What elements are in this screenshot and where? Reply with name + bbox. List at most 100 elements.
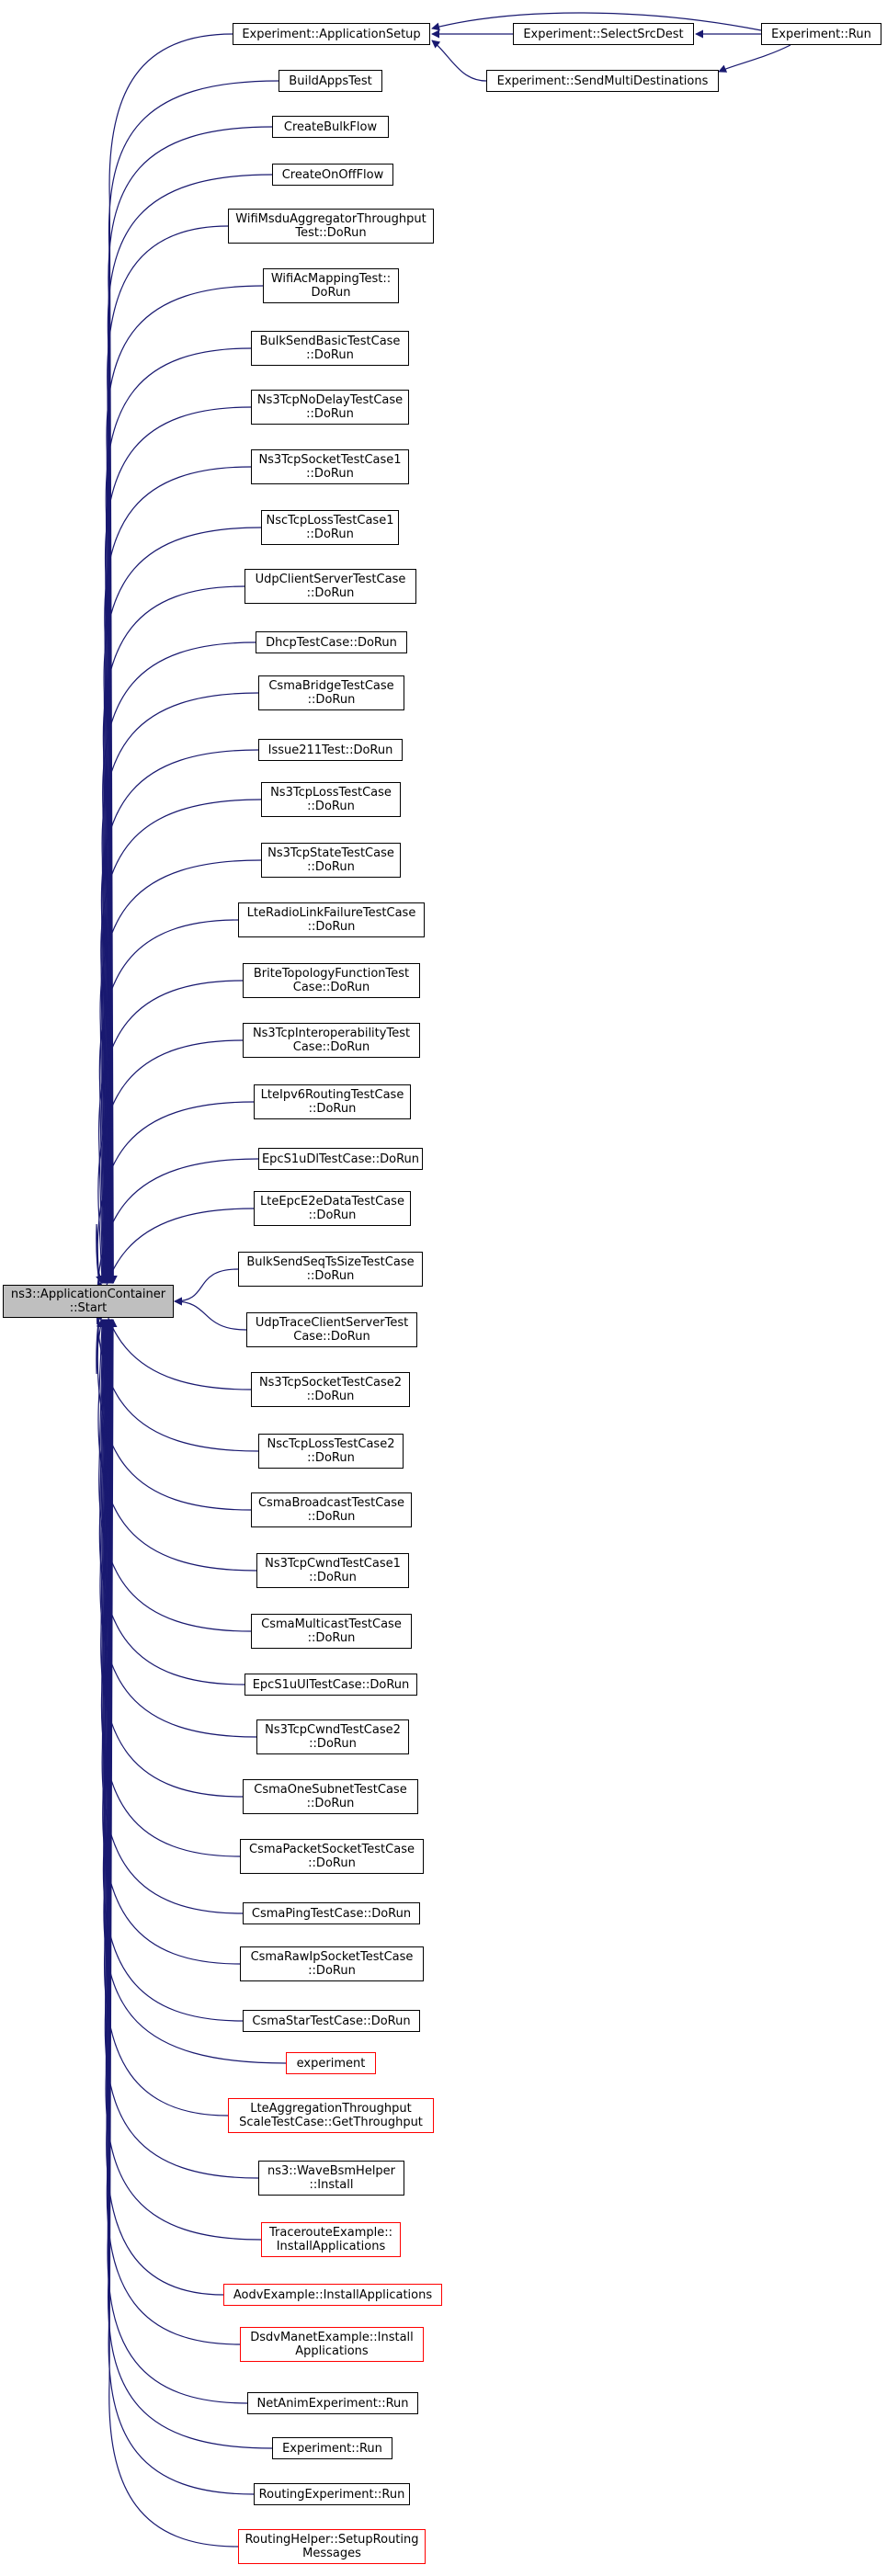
edge-to-root-39 bbox=[105, 1319, 262, 2241]
root-node-label-line-2: ::Start bbox=[69, 1301, 108, 1315]
node-experiment-select-src-dest[interactable]: Experiment::SelectSrcDest bbox=[513, 23, 694, 45]
caller-node-lteepce2edatatestcase-dorun[interactable]: LteEpcE2eDataTestCase::DoRun bbox=[254, 1191, 411, 1226]
caller-node-ns3tcpsockettestcase2-dorun[interactable]: Ns3TcpSocketTestCase2::DoRun bbox=[251, 1372, 410, 1407]
caller-node-label-line-1: Ns3TcpStateTestCase bbox=[267, 846, 394, 860]
caller-node-label-line-1: ns3::WaveBsmHelper bbox=[267, 2164, 396, 2178]
caller-node-ns3tcplosstestcase-dorun[interactable]: Ns3TcpLossTestCase::DoRun bbox=[261, 782, 401, 817]
caller-node-lteipv6routingtestcase-dorun[interactable]: LteIpv6RoutingTestCase::DoRun bbox=[254, 1084, 411, 1119]
caller-node-csmabridgetestcase-dorun[interactable]: CsmaBridgeTestCase::DoRun bbox=[258, 675, 404, 710]
caller-node-tracerouteexample-installapplications[interactable]: TracerouteExample::InstallApplications bbox=[261, 2222, 401, 2257]
caller-node-label-line-1: CreateOnOffFlow bbox=[281, 167, 384, 182]
caller-node-label-line-2: ::DoRun bbox=[306, 407, 354, 421]
node-experiment-send-multi-destinations[interactable]: Experiment::SendMultiDestinations bbox=[486, 70, 719, 92]
edge-to-root-32 bbox=[100, 1319, 241, 1857]
caller-node-label-line-2: ::DoRun bbox=[306, 1269, 355, 1283]
caller-node-label-line-1: Issue211Test::DoRun bbox=[267, 743, 393, 757]
edge-to-root-42 bbox=[107, 1319, 248, 2404]
caller-node-ns3-wavebsmhelper-install[interactable]: ns3::WaveBsmHelper::Install bbox=[258, 2161, 404, 2196]
edge-to-root-0 bbox=[108, 33, 233, 1284]
caller-node-csmaonesubnettestcase-dorun[interactable]: CsmaOneSubnetTestCase::DoRun bbox=[243, 1779, 418, 1814]
edge-to-root-12 bbox=[101, 692, 259, 1284]
caller-node-bulksendbasictestcase-dorun[interactable]: BulkSendBasicTestCase::DoRun bbox=[251, 331, 409, 366]
caller-node-label-line-1: UdpTraceClientServerTest bbox=[255, 1316, 409, 1330]
edge-send-to-app-setup bbox=[431, 40, 487, 82]
caller-node-label-line-1: Ns3TcpCwndTestCase2 bbox=[265, 1723, 401, 1737]
caller-node-label-line-1: BuildAppsTest bbox=[289, 74, 372, 88]
caller-node-label-line-1: CsmaMulticastTestCase bbox=[261, 1617, 402, 1631]
caller-node-label-line-1: CsmaOneSubnetTestCase bbox=[254, 1783, 407, 1797]
caller-node-issue211test-dorun[interactable]: Issue211Test::DoRun bbox=[258, 739, 403, 761]
caller-node-csmabroadcasttestcase-dorun[interactable]: CsmaBroadcastTestCase::DoRun bbox=[251, 1492, 412, 1527]
caller-node-label-line-1: LteIpv6RoutingTestCase bbox=[260, 1088, 404, 1102]
caller-node-nsctcplosstestcase1-dorun[interactable]: NscTcpLossTestCase1::DoRun bbox=[261, 510, 399, 545]
caller-node-label-line-1: DhcpTestCase::DoRun bbox=[266, 635, 397, 650]
caller-node-label-line-1: CsmaBridgeTestCase bbox=[268, 679, 394, 693]
node-label: Experiment::SendMultiDestinations bbox=[496, 74, 709, 88]
caller-node-epcs1udltestcase-dorun[interactable]: EpcS1uDlTestCase::DoRun bbox=[258, 1148, 423, 1170]
caller-node-label-line-2: ::DoRun bbox=[307, 1451, 355, 1465]
caller-node-ns3tcpnodelaytestcase-dorun[interactable]: Ns3TcpNoDelayTestCase::DoRun bbox=[251, 390, 409, 425]
caller-node-label-line-1: Ns3TcpCwndTestCase1 bbox=[265, 1557, 401, 1571]
caller-node-csmapacketsockettestcase-dorun[interactable]: CsmaPacketSocketTestCase::DoRun bbox=[240, 1839, 424, 1874]
caller-node-label-line-2: ::DoRun bbox=[306, 348, 354, 362]
caller-node-udpclientservertestcase-dorun[interactable]: UdpClientServerTestCase::DoRun bbox=[244, 569, 416, 604]
caller-node-label-line-2: ::DoRun bbox=[307, 800, 355, 813]
edge-to-root-15 bbox=[99, 859, 262, 1284]
caller-node-label-line-1: WifiAcMappingTest:: bbox=[270, 272, 392, 286]
edge-run-to-send bbox=[718, 44, 791, 73]
caller-node-experiment[interactable]: experiment bbox=[286, 2052, 376, 2074]
root-node-label-line-1: ns3::ApplicationContainer bbox=[10, 1288, 166, 1301]
caller-node-label-line-1: BriteTopologyFunctionTest bbox=[253, 967, 410, 981]
caller-node-routingexperiment-run[interactable]: RoutingExperiment::Run bbox=[254, 2483, 410, 2505]
caller-node-dhcptestcase-dorun[interactable]: DhcpTestCase::DoRun bbox=[256, 631, 407, 653]
caller-node-label-line-2: ::DoRun bbox=[308, 1964, 356, 1978]
caller-node-label-line-2: ::DoRun bbox=[306, 528, 354, 541]
edge-to-root-26 bbox=[96, 1319, 252, 1511]
edge-to-root-21 bbox=[96, 1208, 255, 1375]
caller-node-label-line-1: NscTcpLossTestCase2 bbox=[267, 1437, 395, 1451]
edge-to-root-27 bbox=[97, 1319, 257, 1572]
edge-to-root-19 bbox=[96, 1101, 255, 1284]
caller-node-netanimexperiment-run[interactable]: NetAnimExperiment::Run bbox=[247, 2392, 418, 2414]
root-node-application-container-start[interactable]: ns3::ApplicationContainer ::Start bbox=[3, 1285, 174, 1318]
caller-node-csmapingtestcase-dorun[interactable]: CsmaPingTestCase::DoRun bbox=[243, 1902, 420, 1924]
caller-node-label-line-2: ::DoRun bbox=[307, 693, 356, 707]
caller-node-label-line-1: LteEpcE2eDataTestCase bbox=[260, 1195, 404, 1209]
node-experiment-application-setup[interactable]: Experiment::ApplicationSetup bbox=[233, 23, 430, 45]
caller-node-csmamulticasttestcase-dorun[interactable]: CsmaMulticastTestCase::DoRun bbox=[251, 1614, 412, 1649]
caller-node-csmastartestcase-dorun[interactable]: CsmaStarTestCase::DoRun bbox=[243, 2010, 420, 2032]
edge-to-root-5 bbox=[106, 285, 264, 1284]
caller-node-label-line-1: Ns3TcpInteroperabilityTest bbox=[252, 1027, 411, 1040]
caller-node-ns3tcpsockettestcase1-dorun[interactable]: Ns3TcpSocketTestCase1::DoRun bbox=[251, 449, 409, 484]
caller-node-ns3tcpcwndtestcase2-dorun[interactable]: Ns3TcpCwndTestCase2::DoRun bbox=[256, 1719, 409, 1754]
caller-node-bulksendseqtssizetestcase-dorun[interactable]: BulkSendSeqTsSizeTestCase::DoRun bbox=[238, 1252, 423, 1287]
caller-node-experiment-run[interactable]: Experiment::Run bbox=[272, 2437, 392, 2459]
caller-node-lteradiolinkfailuretestcase-dorun[interactable]: LteRadioLinkFailureTestCase::DoRun bbox=[238, 902, 425, 937]
caller-node-createonoffflow[interactable]: CreateOnOffFlow bbox=[272, 164, 393, 186]
caller-node-wifiacmappingtest-dorun[interactable]: WifiAcMappingTest::DoRun bbox=[263, 268, 399, 303]
caller-node-buildappstest[interactable]: BuildAppsTest bbox=[279, 70, 382, 92]
caller-node-label-line-2: ::DoRun bbox=[307, 1631, 356, 1645]
caller-node-label-line-1: Ns3TcpLossTestCase bbox=[270, 786, 392, 800]
node-experiment-run-top[interactable]: Experiment::Run bbox=[761, 23, 881, 45]
caller-node-createbulkflow[interactable]: CreateBulkFlow bbox=[272, 116, 389, 138]
edge-to-root-16 bbox=[98, 919, 239, 1284]
node-label: Experiment::SelectSrcDest bbox=[523, 27, 684, 41]
caller-node-label-line-2: Applications bbox=[295, 2344, 369, 2358]
caller-node-nsctcplosstestcase2-dorun[interactable]: NscTcpLossTestCase2::DoRun bbox=[258, 1434, 404, 1469]
edge-to-root-24 bbox=[96, 1223, 252, 1390]
caller-node-ns3tcpstatetestcase-dorun[interactable]: Ns3TcpStateTestCase::DoRun bbox=[261, 843, 401, 878]
caller-node-epcs1uultestcase-dorun[interactable]: EpcS1uUlTestCase::DoRun bbox=[244, 1674, 417, 1696]
caller-node-label-line-1: RoutingHelper::SetupRouting bbox=[244, 2533, 419, 2547]
caller-node-ns3tcpcwndtestcase1-dorun[interactable]: Ns3TcpCwndTestCase1::DoRun bbox=[256, 1553, 409, 1588]
caller-node-csmarawipsockettestcase-dorun[interactable]: CsmaRawIpSocketTestCase::DoRun bbox=[240, 1946, 424, 1981]
caller-node-aodvexample-installapplications[interactable]: AodvExample::InstallApplications bbox=[223, 2284, 442, 2306]
